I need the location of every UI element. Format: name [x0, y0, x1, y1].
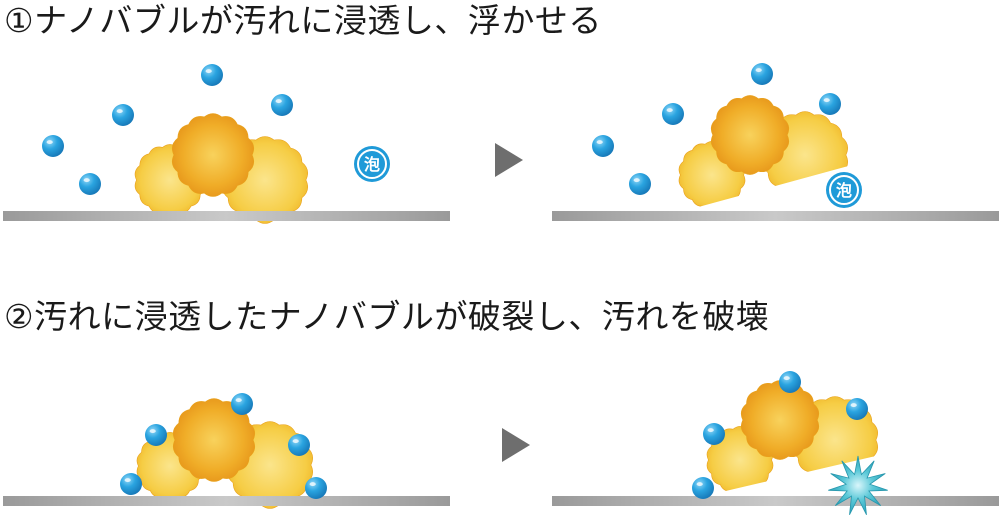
labeled-bubble-label: 泡: [836, 181, 852, 200]
nanobubble: [305, 477, 327, 499]
nanobubble-highlight: [707, 428, 714, 433]
dirt-chunk: [710, 95, 790, 175]
step2-heading: ②汚れに浸透したナノバブルが破裂し、汚れを破壊: [4, 297, 770, 336]
nanobubble: [592, 135, 614, 157]
nanobubble: [271, 94, 293, 116]
labeled-bubble-ring: [357, 149, 387, 179]
burst-icon: [828, 455, 888, 515]
nanobubble: [231, 393, 253, 415]
step1-arrow-icon: [495, 143, 523, 177]
surface-bar: [3, 211, 450, 221]
nanobubble: [629, 173, 651, 195]
nanobubble-highlight: [149, 429, 156, 434]
nanobubble: [779, 371, 801, 393]
nanobubble: [42, 135, 64, 157]
nanobubble: [662, 103, 684, 125]
nanobubble-highlight: [823, 98, 830, 103]
nanobubble: [692, 477, 714, 499]
nanobubble-highlight: [275, 99, 282, 104]
nanobubble: [112, 104, 134, 126]
nanobubble-highlight: [666, 108, 673, 113]
nanobubble: [846, 398, 868, 420]
lifted-gap: [680, 165, 860, 212]
step1-heading: ①ナノバブルが汚れに浸透し、浮かせる: [4, 1, 602, 40]
dirt-chunk: [740, 380, 820, 460]
labeled-bubble: [354, 146, 390, 182]
nanobubble-highlight: [205, 69, 212, 74]
step2-arrow-icon: [502, 428, 530, 462]
nanobubble: [751, 63, 773, 85]
nanobubble-highlight: [633, 178, 640, 183]
surface-bar: [3, 496, 450, 506]
nanobubble-highlight: [783, 376, 790, 381]
nanobubble-highlight: [116, 109, 123, 114]
nanobubble-highlight: [292, 439, 299, 444]
nanobubble: [703, 423, 725, 445]
nanobubble: [145, 424, 167, 446]
nanobubble-highlight: [596, 140, 603, 145]
nanobubble: [120, 473, 142, 495]
labeled-bubble-label: 泡: [364, 155, 380, 174]
nanobubble-highlight: [755, 68, 762, 73]
nanobubble-highlight: [850, 403, 857, 408]
nanobubble: [819, 93, 841, 115]
nanobubble: [201, 64, 223, 86]
dirt-chunk: [171, 113, 255, 197]
nanobubble-highlight: [83, 178, 90, 183]
surface-bar: [552, 496, 999, 506]
nanobubble-highlight: [696, 482, 703, 487]
nanobubble: [288, 434, 310, 456]
nanobubble-highlight: [309, 482, 316, 487]
nanobubble: [79, 173, 101, 195]
nanobubble-highlight: [124, 478, 131, 483]
nanobubble-highlight: [46, 140, 53, 145]
labeled-bubble-ring: [829, 175, 859, 205]
nanobubble-highlight: [235, 398, 242, 403]
labeled-bubble: [826, 172, 862, 208]
surface-bar: [552, 211, 999, 221]
